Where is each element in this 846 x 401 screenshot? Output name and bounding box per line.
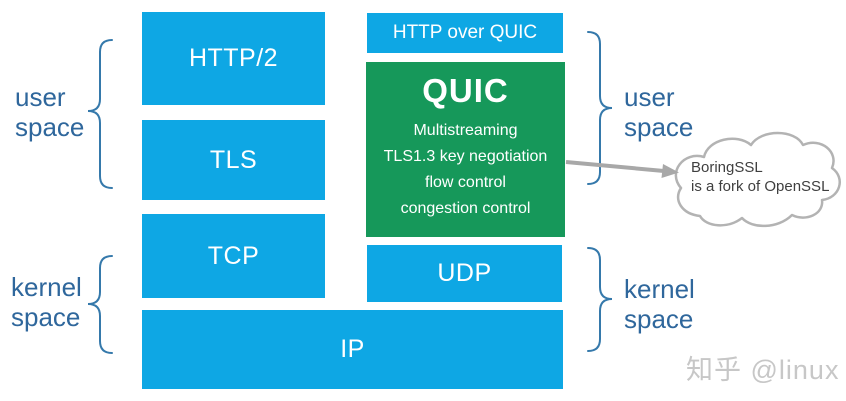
quic-feature: flow control (425, 174, 506, 191)
quic-title: QUIC (422, 72, 509, 109)
user-space-label-line: user (624, 82, 675, 112)
kernel-space-label-line: kernel (624, 274, 695, 304)
boringssl-cloud (674, 131, 841, 228)
cloud-note-line: is a fork of OpenSSL (691, 178, 830, 195)
user-space-label-right: user space (624, 82, 693, 142)
cloud-note-line: BoringSSL (691, 159, 763, 176)
kernel-space-label-line: kernel (11, 272, 82, 302)
user-space-label-left: user space (15, 82, 84, 142)
quic-feature: congestion control (400, 200, 531, 217)
box-http2-label: HTTP/2 (188, 44, 279, 72)
box-http-over-quic-label: HTTP over QUIC (392, 22, 538, 43)
user-space-label-line: space (624, 112, 694, 142)
quic-to-boringssl-arrow (565, 160, 665, 173)
quic-feature: Multistreaming (413, 122, 518, 139)
quic-feature-list: Multistreaming TLS1.3 key negotiation fl… (384, 118, 548, 222)
box-ip: IP (142, 310, 563, 389)
arrow-head-icon (661, 164, 679, 178)
kernel-space-label-right: kernel space (624, 274, 695, 334)
box-http2: HTTP/2 (142, 12, 325, 105)
box-ip-label: IP (340, 335, 365, 363)
box-http-over-quic: HTTP over QUIC (367, 13, 563, 53)
box-udp: UDP (367, 245, 562, 302)
user-space-label-line: space (15, 112, 85, 142)
cloud-note: BoringSSL is a fork of OpenSSL (691, 158, 841, 196)
kernel-space-brace-left (87, 255, 113, 354)
watermark: 知乎 @linux (686, 355, 840, 385)
quic-feature: TLS1.3 key negotiation (383, 148, 548, 165)
user-space-label-line: user (15, 82, 66, 112)
kernel-space-brace-right (587, 247, 613, 352)
kernel-space-label-left: kernel space (11, 272, 82, 332)
box-tls-label: TLS (209, 145, 258, 174)
box-tcp-label: TCP (207, 241, 260, 270)
user-space-brace-left (87, 39, 113, 189)
box-quic: QUIC Multistreaming TLS1.3 key negotiati… (366, 62, 565, 237)
box-tcp: TCP (142, 214, 325, 298)
kernel-space-label-line: space (11, 302, 81, 332)
user-space-brace-right (587, 31, 613, 185)
box-udp-label: UDP (437, 259, 492, 287)
kernel-space-label-line: space (624, 304, 694, 334)
box-tls: TLS (142, 120, 325, 200)
